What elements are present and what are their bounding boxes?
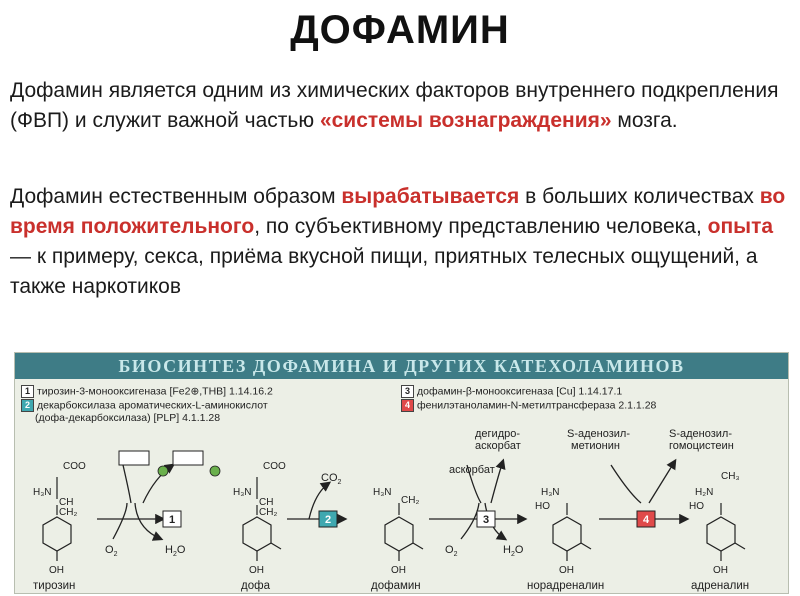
intro-text-1: Дофамин является одним из химических фак… [10, 79, 779, 132]
figure-banner: БИОСИНТЕЗ ДОФАМИНА И ДРУГИХ КАТЕХОЛАМИНО… [15, 353, 788, 379]
dopamine-structure [384, 503, 424, 561]
reagent-sah-2: гомоцистеин [669, 440, 734, 452]
step-2-number: 2 [325, 514, 331, 526]
noradrenaline-nh3: H₃N [541, 487, 560, 498]
tyrosine-structure [42, 477, 72, 561]
enzyme-2-text-continued: (дофа-декарбоксилаза) [PLP] 4.1.1.28 [35, 412, 221, 425]
noradrenaline-ho: HO [535, 501, 550, 512]
tyrosine-ch: CH [59, 497, 73, 508]
reagent-o2-2: O2 [445, 544, 458, 558]
enzyme-2-continued: (дофа-декарбоксилаза) [PLP] 4.1.1.28 [35, 412, 220, 424]
adrenaline-ho: HO [689, 501, 704, 512]
enzyme-2-number: 2 [21, 399, 34, 412]
adrenaline-structure [706, 503, 746, 561]
reagent-sam-2: метионин [571, 440, 620, 452]
tyrosine-coo: COO [63, 461, 86, 472]
compound-tyrosine: тирозин [33, 580, 75, 592]
coenzyme-dot-2 [209, 465, 221, 477]
reagent-dehydroascorbate-2: аскорбат [475, 440, 521, 452]
step-3-box: 3 [476, 510, 496, 528]
dopa-coo: COO [263, 461, 286, 472]
reagent-dehydroascorbate-1: дегидро- [475, 428, 520, 440]
reagent-sah-1: S-аденозил- [669, 428, 732, 440]
production-text-2: в больших количествах [519, 185, 760, 208]
cofactor-glyph-right [172, 450, 204, 466]
production-text-1: Дофамин естественным образом [10, 185, 342, 208]
step-1-arrows [97, 463, 176, 541]
adrenaline-hn: H₂N [695, 487, 713, 498]
compound-noradrenaline: норадреналин [527, 580, 604, 592]
dopamine-oh: OH [391, 565, 406, 576]
noradrenaline-oh: OH [559, 565, 574, 576]
pathway-diagram: 1 2 3 4 COO H₃N CH CH₂ OH CO [33, 428, 749, 592]
compound-adrenaline: адреналин [691, 580, 749, 592]
reagent-o2: O2 [105, 544, 118, 558]
production-emphasis-positive: во время положительного [10, 185, 786, 238]
enzyme-4-number: 4 [401, 399, 414, 412]
reagent-h2o-2: H2O [503, 544, 524, 558]
step-1-number: 1 [169, 514, 175, 526]
enzyme-3-number: 3 [401, 385, 414, 398]
step-4-arrows [599, 458, 690, 525]
adrenaline-oh: OH [713, 565, 728, 576]
production-text-4: — к примеру, секса, приёма вкусной пищи,… [10, 245, 758, 298]
tyrosine-nh3: H₃N [33, 487, 52, 498]
enzyme-3-text: дофамин-β-монооксигеназа [Cu] 1.14.17.1 [417, 385, 623, 398]
intro-emphasis-reward-system: «системы вознаграждения» [319, 109, 612, 132]
biosynthesis-figure: БИОСИНТЕЗ ДОФАМИНА И ДРУГИХ КАТЕХОЛАМИНО… [14, 352, 789, 594]
dopa-structure [242, 477, 282, 561]
production-paragraph: Дофамин естественным образом вырабатывае… [10, 182, 790, 302]
coenzyme-dot-1 [157, 465, 169, 477]
production-emphasis-produced: вырабатывается [341, 185, 520, 208]
intro-text-2: мозга. [611, 109, 678, 132]
step-2-box: 2 [318, 510, 338, 528]
adrenaline-ch3: CH₃ [721, 471, 740, 482]
enzyme-2-text: декарбоксилаза ароматических-L-аминокисл… [37, 399, 268, 412]
production-text-3: , по субъективному представлению человек… [254, 215, 708, 238]
step-4-number: 4 [643, 514, 650, 526]
enzyme-1-text: тирозин-3-монооксигеназа [Fe2⊕,THB] 1.14… [37, 385, 273, 398]
step-4-box: 4 [636, 510, 656, 528]
dopa-ch2: CH₂ [259, 507, 277, 518]
step-1-box: 1 [162, 510, 182, 528]
tyrosine-ch2: CH₂ [59, 507, 77, 518]
reagent-co2: CO2 [321, 472, 342, 486]
cofactor-glyph-left [118, 450, 150, 466]
dopamine-ch2: CH₂ [401, 495, 419, 506]
intro-paragraph: Дофамин является одним из химических фак… [10, 76, 790, 136]
reagent-sam-1: S-аденозил- [567, 428, 630, 440]
compound-dopa: дофа [241, 580, 271, 592]
tyrosine-oh: OH [49, 565, 64, 576]
dopa-ch: CH [259, 497, 273, 508]
compound-dopamine: дофамин [371, 580, 421, 592]
enzyme-4-text: фенилэтаноламин-N-метилтрансфераза 2.1.1… [417, 399, 657, 412]
dopa-oh: OH [249, 565, 264, 576]
dopamine-nh3: H₃N [373, 487, 392, 498]
enzyme-1-number: 1 [21, 385, 34, 398]
page-title: ДОФАМИН [290, 8, 510, 52]
noradrenaline-structure [552, 503, 592, 561]
reagent-ascorbate: аскорбат [449, 464, 495, 476]
reagent-h2o-1: H2O [165, 544, 186, 558]
step-3-number: 3 [483, 514, 489, 526]
dopa-nh3: H₃N [233, 487, 252, 498]
production-emphasis-experience: опыта [707, 215, 774, 238]
